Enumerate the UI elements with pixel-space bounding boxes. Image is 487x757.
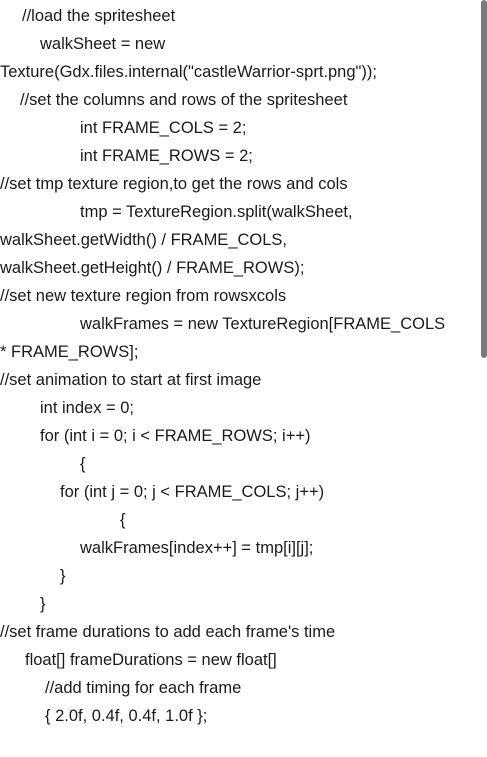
- code-line: int index = 0;: [40, 399, 135, 417]
- code-line: //set tmp texture region,to get the rows…: [0, 175, 348, 193]
- code-line: //add timing for each frame: [45, 679, 242, 697]
- code-line: tmp = TextureRegion.split(walkSheet,: [80, 203, 353, 221]
- scrollbar-thumb[interactable]: [481, 0, 487, 358]
- code-line: //set the columns and rows of the sprite…: [20, 91, 348, 109]
- code-line: * FRAME_ROWS];: [0, 343, 139, 361]
- code-line: //set new texture region from rowsxcols: [0, 287, 287, 305]
- code-line: walkSheet = new: [40, 35, 166, 53]
- code-line: float[] frameDurations = new float[]: [25, 651, 277, 669]
- code-line: //set animation to start at first image: [0, 371, 262, 389]
- code-line: { 2.0f, 0.4f, 0.4f, 1.0f };: [45, 707, 208, 725]
- code-line: int FRAME_ROWS = 2;: [80, 147, 253, 165]
- code-line: walkFrames = new TextureRegion[FRAME_COL…: [80, 315, 446, 333]
- code-line: }: [60, 567, 66, 585]
- code-line: }: [40, 595, 46, 613]
- code-line: {: [80, 455, 86, 473]
- vertical-scrollbar[interactable]: [481, 0, 487, 757]
- code-line: {: [120, 511, 126, 529]
- code-line: int FRAME_COLS = 2;: [80, 119, 247, 137]
- code-line: for (int i = 0; i < FRAME_ROWS; i++): [40, 427, 311, 445]
- code-line: //load the spritesheet: [22, 7, 176, 25]
- code-line: walkFrames[index++] = tmp[i][j];: [80, 539, 314, 557]
- code-line: walkSheet.getHeight() / FRAME_ROWS);: [0, 259, 305, 277]
- code-line: //set frame durations to add each frame'…: [0, 623, 336, 641]
- code-line: Texture(Gdx.files.internal("castleWarrio…: [0, 63, 377, 81]
- code-line: walkSheet.getWidth() / FRAME_COLS,: [0, 231, 288, 249]
- code-line: for (int j = 0; j < FRAME_COLS; j++): [60, 483, 325, 501]
